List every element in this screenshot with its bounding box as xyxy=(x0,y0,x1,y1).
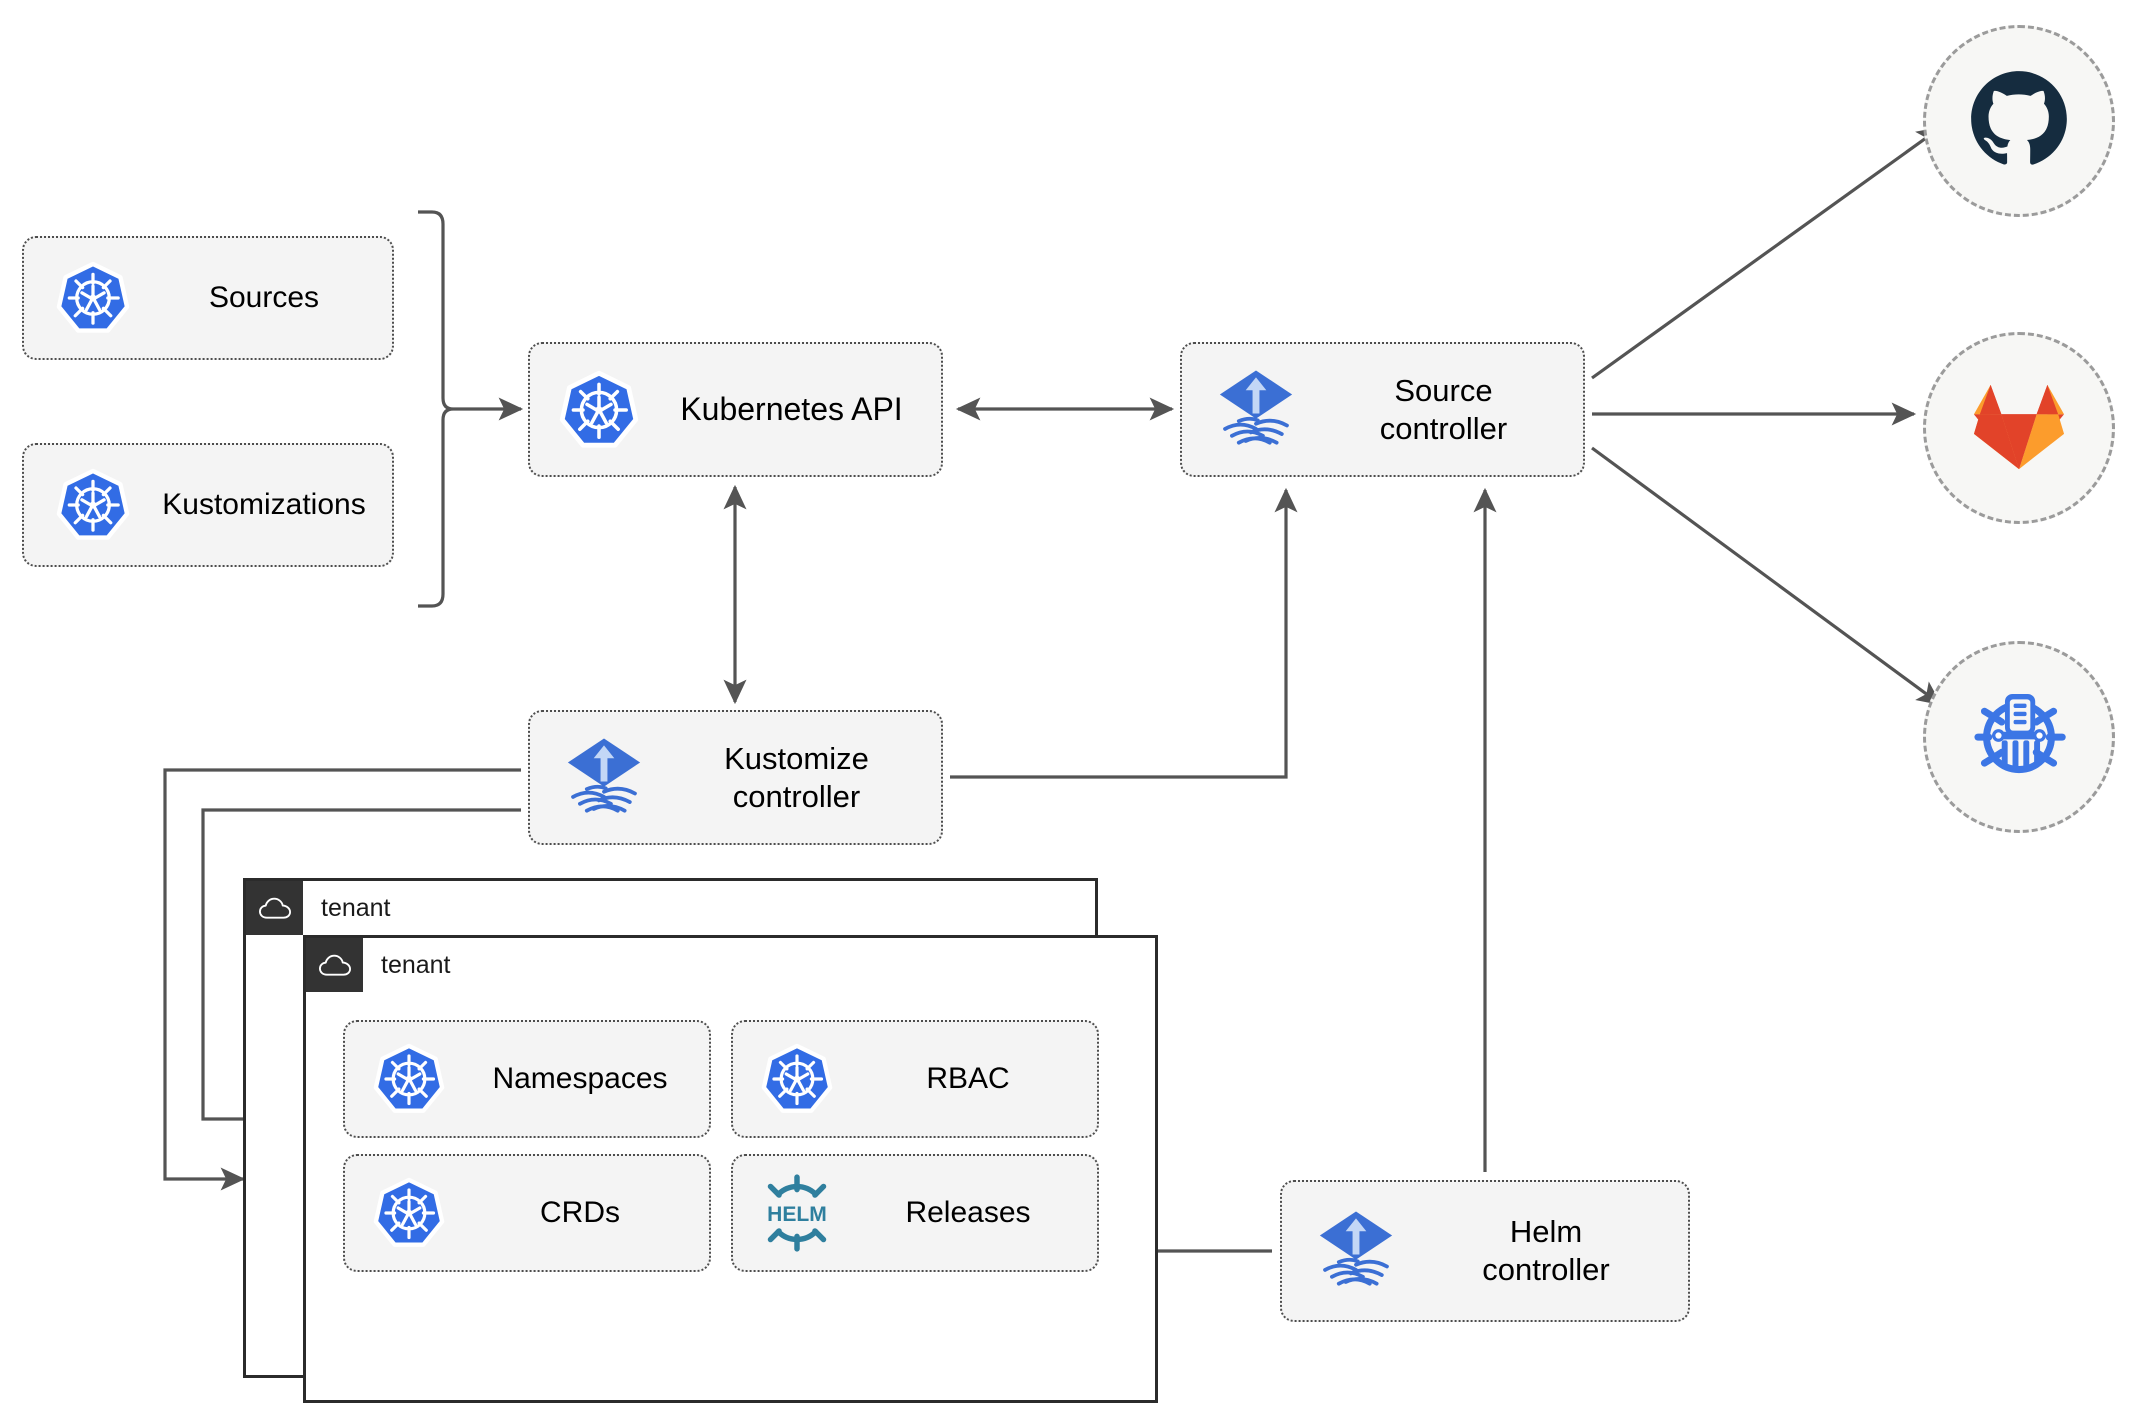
node-label-kubernetes-api: Kubernetes API xyxy=(680,390,903,427)
kubernetes-icon xyxy=(50,468,136,542)
svg-text:HELM: HELM xyxy=(767,1203,827,1226)
tenant-titlebar: tenant xyxy=(246,881,1095,935)
kubernetes-icon xyxy=(556,370,642,450)
remote-source-bucket[interactable] xyxy=(1923,641,2115,833)
bucket-icon xyxy=(1965,681,2073,794)
tenant-tile-rbac[interactable]: RBAC xyxy=(731,1020,1099,1138)
tenant-tile-namespaces[interactable]: Namespaces xyxy=(343,1020,711,1138)
resource-label-sources: Sources xyxy=(208,280,320,314)
cloud-icon xyxy=(246,881,303,935)
kubernetes-icon xyxy=(367,1043,451,1115)
tenant-tile-label: CRDs xyxy=(540,1196,620,1229)
node-kustomize-controller[interactable]: Kustomize controller xyxy=(528,710,943,845)
remote-source-gitlab[interactable] xyxy=(1923,332,2115,524)
flux-icon xyxy=(1208,367,1304,453)
flux-icon xyxy=(1308,1208,1404,1294)
node-label-helm-controller: Helm controller xyxy=(1482,1214,1610,1287)
tenant-resource-grid: Namespaces xyxy=(343,1020,1099,1272)
node-label-kustomize-controller: Kustomize controller xyxy=(724,740,869,814)
tenant-titlebar: tenant xyxy=(306,938,1155,992)
tenant-tile-crds[interactable]: CRDs xyxy=(343,1154,711,1272)
flux-icon xyxy=(556,735,652,821)
tenant-tile-releases[interactable]: HELM Releases xyxy=(731,1154,1099,1272)
resource-box-sources[interactable]: Sources xyxy=(22,236,394,360)
wire-source-controller-to-bucket xyxy=(1591,446,1942,706)
node-label-source-controller: Source controller xyxy=(1379,372,1508,446)
node-source-controller[interactable]: Source controller xyxy=(1180,342,1585,477)
remote-source-github[interactable] xyxy=(1923,25,2115,217)
github-icon xyxy=(1967,67,2071,176)
wire-resources-bracket xyxy=(418,210,454,608)
tenant-tile-label: RBAC xyxy=(926,1062,1010,1095)
wire-source-controller-to-github xyxy=(1591,126,1942,380)
tenant-tile-label: Releases xyxy=(905,1196,1031,1229)
gitlab-icon xyxy=(1970,379,2068,478)
kubernetes-icon xyxy=(367,1177,451,1249)
kubernetes-icon xyxy=(50,261,136,335)
node-helm-controller[interactable]: Helm controller xyxy=(1280,1180,1690,1322)
resource-box-kustomizations[interactable]: Kustomizations xyxy=(22,443,394,567)
tenant-tile-label: Namespaces xyxy=(492,1062,668,1095)
tenant-title: tenant xyxy=(381,950,451,979)
kubernetes-icon xyxy=(755,1043,839,1115)
tenant-title: tenant xyxy=(321,893,391,922)
node-kubernetes-api[interactable]: Kubernetes API xyxy=(528,342,943,477)
tenant-window-front[interactable]: tenant xyxy=(303,935,1158,1403)
wire-kustomize-controller-to-source-controller xyxy=(950,487,1298,779)
cloud-icon xyxy=(306,938,363,992)
resource-label-kustomizations: Kustomizations xyxy=(162,487,366,521)
helm-icon: HELM xyxy=(755,1174,839,1252)
